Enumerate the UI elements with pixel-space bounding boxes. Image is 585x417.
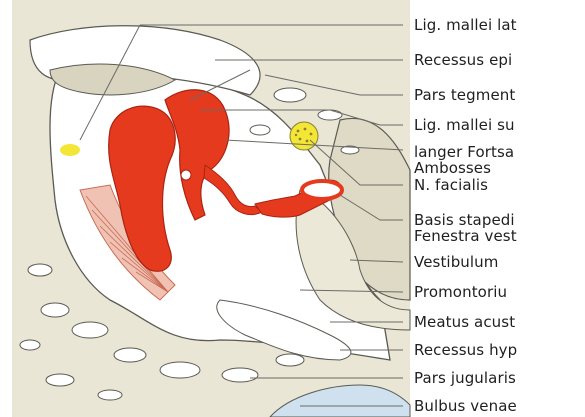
label-line: Recessus epi: [414, 52, 512, 68]
label-line: Fenestra vest: [414, 228, 517, 244]
label-lig-mallei-su: Lig. mallei su: [414, 117, 515, 133]
label-bulbus-venae: Bulbus venae: [414, 398, 517, 414]
label-promontorium: Promontoriu: [414, 284, 507, 300]
label-line: Promontoriu: [414, 284, 507, 300]
label-line: Lig. mallei lat: [414, 17, 517, 33]
label-line: Recessus hyp: [414, 342, 517, 358]
label-line: Pars jugularis: [414, 370, 516, 386]
label-line: Meatus acust: [414, 314, 515, 330]
label-line: Vestibulum: [414, 254, 499, 270]
label-vestibulum: Vestibulum: [414, 254, 499, 270]
label-pars-tegment: Pars tegment: [414, 87, 515, 103]
label-recessus-epi: Recessus epi: [414, 52, 512, 68]
label-lig-mallei-lat: Lig. mallei lat: [414, 17, 517, 33]
label-n-facialis: N. facialis: [414, 177, 488, 193]
label-line: Bulbus venae: [414, 398, 517, 414]
label-langer-fortsatz: langer Fortsa Ambosses: [414, 144, 514, 176]
label-recessus-hyp: Recessus hyp: [414, 342, 517, 358]
label-line: Lig. mallei su: [414, 117, 515, 133]
label-meatus-acust: Meatus acust: [414, 314, 515, 330]
label-line: langer Fortsa: [414, 144, 514, 160]
label-pars-jugularis: Pars jugularis: [414, 370, 516, 386]
label-line: Basis stapedi: [414, 212, 517, 228]
label-line: Pars tegment: [414, 87, 515, 103]
label-line: Ambosses: [414, 160, 514, 176]
label-basis-stapedis: Basis stapedi Fenestra vest: [414, 212, 517, 244]
label-line: N. facialis: [414, 177, 488, 193]
